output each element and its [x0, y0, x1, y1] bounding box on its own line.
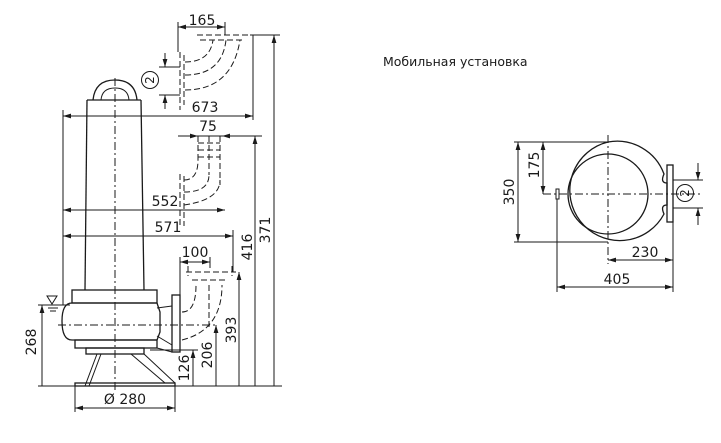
water-level-icon: [46, 295, 58, 312]
svg-text:416: 416: [240, 234, 256, 261]
svg-text:75: 75: [199, 119, 217, 135]
svg-text:405: 405: [604, 272, 631, 288]
svg-text:2: 2: [678, 189, 692, 197]
callout-2: [676, 184, 694, 202]
svg-text:230: 230: [632, 245, 659, 261]
side-view: 2 165 673 75: [24, 13, 282, 412]
svg-text:2: 2: [143, 76, 157, 84]
svg-text:552: 552: [152, 194, 179, 210]
vertical-dimensions: 371 416 393 206 126 268: [24, 34, 280, 386]
svg-text:100: 100: [182, 245, 209, 261]
pipe-variant-2: [179, 136, 221, 228]
horizontal-dimensions: 165 673 75 552 571 100 Ø 280: [62, 13, 254, 412]
svg-text:571: 571: [155, 220, 182, 236]
volute-outline: [569, 140, 668, 242]
top-view: 2 350 175 230 405: [502, 135, 703, 292]
svg-text:Ø 280: Ø 280: [104, 392, 146, 408]
svg-text:371: 371: [258, 217, 274, 244]
svg-text:206: 206: [200, 342, 216, 369]
svg-text:393: 393: [224, 317, 240, 344]
svg-text:350: 350: [502, 179, 518, 206]
svg-text:673: 673: [192, 100, 219, 116]
svg-text:126: 126: [177, 355, 193, 382]
callout-2: [141, 71, 159, 89]
svg-text:268: 268: [24, 329, 40, 356]
caption: Мобильная установка: [383, 54, 528, 69]
svg-text:175: 175: [527, 152, 543, 179]
pipe-variant-1: 2: [141, 34, 250, 110]
pump-body: [61, 79, 181, 387]
pipe-variant-3: [181, 266, 236, 341]
svg-text:165: 165: [189, 13, 216, 29]
